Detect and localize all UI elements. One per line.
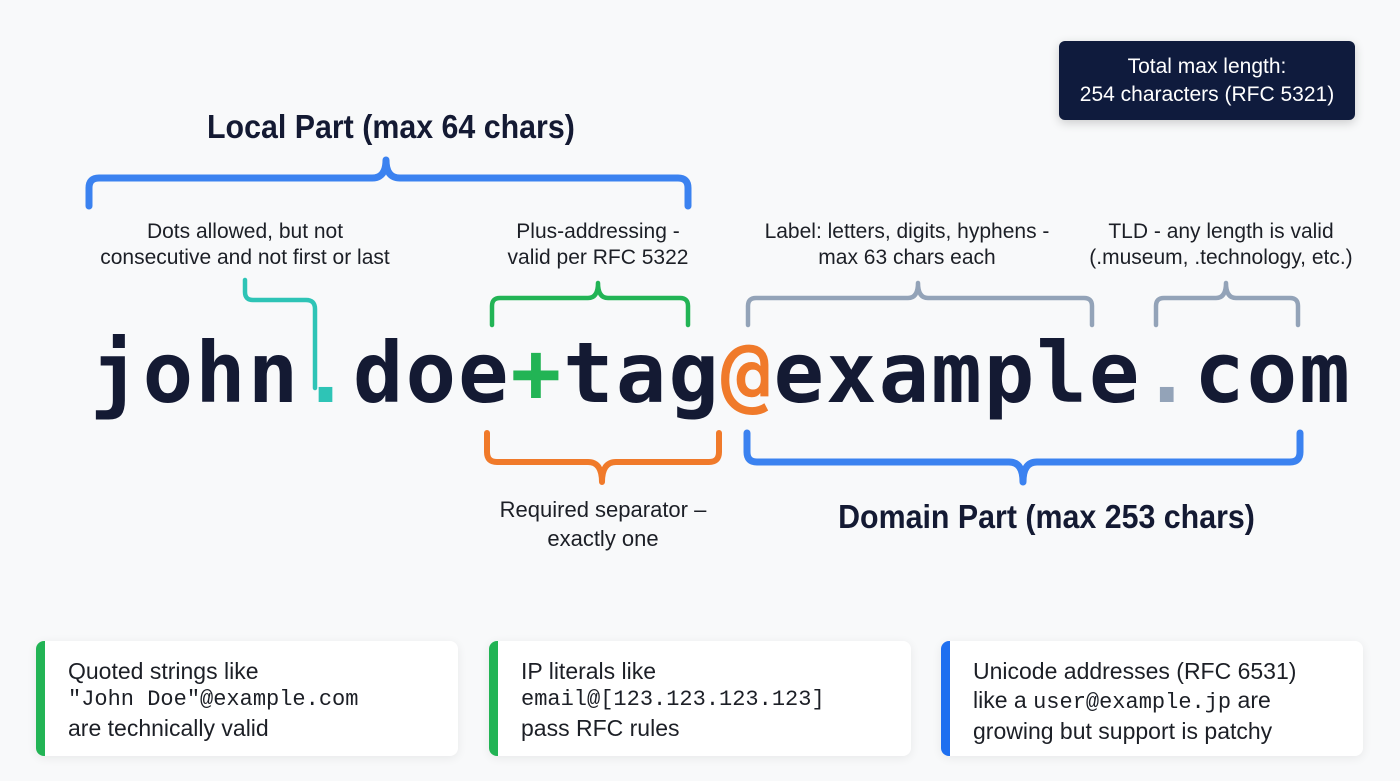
email-address-example: john.doe+tag@example.com	[90, 318, 1352, 428]
label-annotation-line2: max 63 chars each	[818, 246, 996, 269]
total-length-line2: 254 characters (RFC 5321)	[1079, 82, 1335, 106]
tld-annotation: TLD - any length is valid (.museum, .tec…	[1076, 219, 1366, 271]
email-local-doe: doe	[352, 324, 511, 422]
card-accent-bar	[489, 641, 498, 756]
plus-annotation-line1: Plus-addressing -	[516, 220, 680, 243]
email-dot-local: .	[300, 324, 353, 422]
total-length-box: Total max length: 254 characters (RFC 53…	[1059, 41, 1355, 120]
local-part-bracket	[85, 156, 692, 210]
card-text-prefix: like a	[973, 686, 1034, 713]
dots-annotation-line2: consecutive and not first or last	[100, 246, 390, 269]
separator-annotation-line1: Required separator –	[499, 497, 707, 522]
card-code-example: user@example.jp	[1033, 689, 1232, 715]
card-text-line1: Quoted strings like	[68, 658, 259, 684]
plus-annotation-line2: valid per RFC 5322	[507, 246, 689, 269]
plus-annotation: Plus-addressing - valid per RFC 5322	[478, 219, 718, 271]
card-accent-bar	[36, 641, 45, 756]
separator-annotation-line2: exactly one	[547, 526, 659, 551]
email-local-tag: tag	[563, 324, 721, 422]
total-length-line1: Total max length:	[1127, 54, 1287, 78]
email-plus-sign: +	[510, 324, 564, 422]
label-annotation-line1: Label: letters, digits, hyphens -	[764, 220, 1050, 243]
dots-annotation: Dots allowed, but not consecutive and no…	[90, 219, 400, 271]
card-accent-bar	[941, 641, 950, 756]
dots-annotation-line1: Dots allowed, but not	[146, 220, 344, 243]
card-code-example: "John Doe"@example.com	[68, 686, 359, 712]
separator-annotation: Required separator – exactly one	[468, 495, 738, 553]
note-card-ip-literals: IP literals like email@[123.123.123.123]…	[489, 641, 911, 756]
label-annotation: Label: letters, digits, hyphens - max 63…	[752, 219, 1062, 271]
email-tld-com: com	[1194, 324, 1352, 422]
card-text-line2: like a user@example.jp are	[973, 686, 1296, 718]
card-text-line1: IP literals like	[521, 658, 657, 684]
separator-bracket	[484, 430, 722, 485]
email-domain-example: example	[773, 324, 1142, 422]
card-text-line3: are technically valid	[68, 715, 269, 741]
card-code-example: email@[123.123.123.123]	[521, 686, 825, 712]
email-dot-tld: .	[1141, 324, 1195, 422]
tld-annotation-line2: (.museum, .technology, etc.)	[1089, 246, 1353, 269]
tld-annotation-line1: TLD - any length is valid	[1108, 220, 1334, 243]
card-text-suffix: are	[1231, 686, 1271, 713]
card-text-line1: Unicode addresses (RFC 6531)	[973, 658, 1297, 684]
domain-part-title: Domain Part (max 253 chars)	[838, 498, 1255, 535]
email-at-sign: @	[720, 324, 774, 422]
note-card-unicode: Unicode addresses (RFC 6531) like a user…	[941, 641, 1363, 756]
card-text-line3: pass RFC rules	[521, 715, 680, 741]
local-part-title: Local Part (max 64 chars)	[206, 108, 575, 145]
email-local-john: john	[90, 324, 301, 422]
domain-part-bracket	[743, 429, 1304, 486]
note-card-quoted-strings: Quoted strings like "John Doe"@example.c…	[36, 641, 458, 756]
card-text-line3: growing but support is patchy	[973, 718, 1273, 744]
